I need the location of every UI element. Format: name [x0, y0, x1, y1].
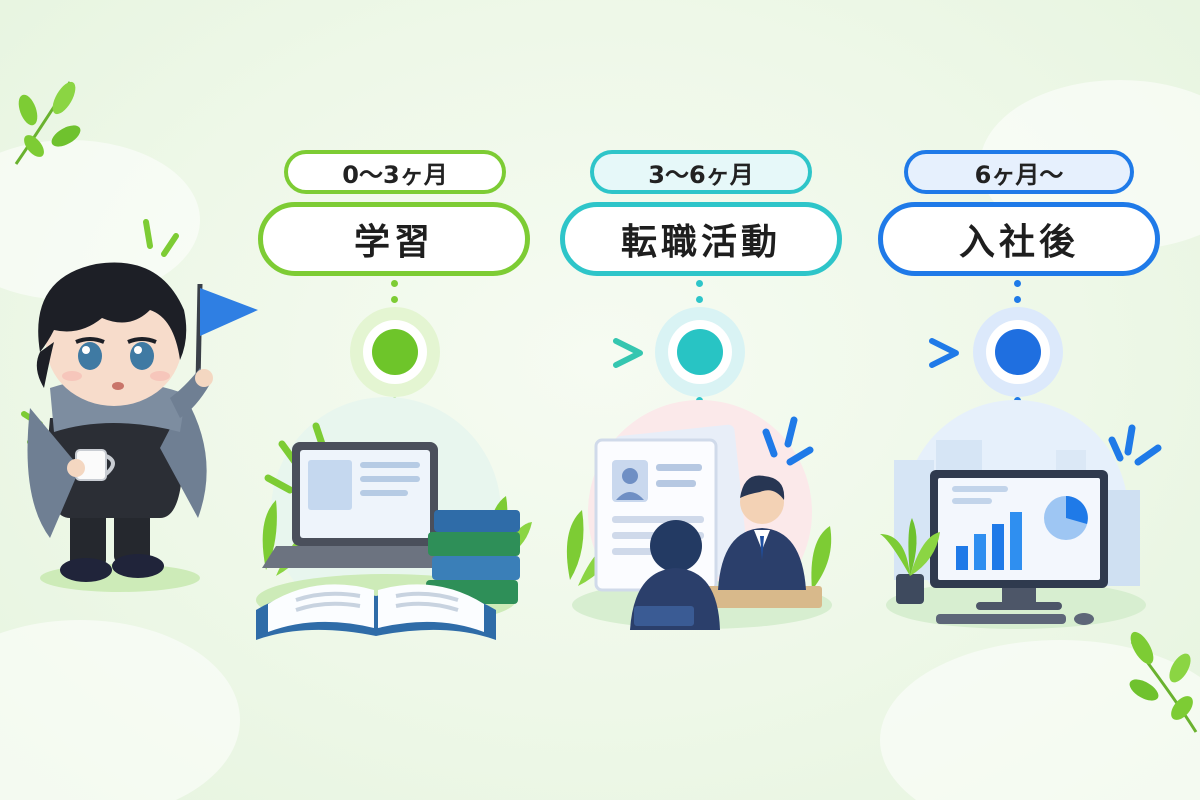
- stage-1-connector-top: [391, 280, 399, 312]
- stage-3-period-label: 6ヶ月〜: [904, 150, 1134, 194]
- stage-2-title: 転職活動: [560, 202, 842, 276]
- stage-3-connector-top: [1014, 280, 1022, 312]
- stage-3-title: 入社後: [878, 202, 1160, 276]
- leaf-branch-icon: [14, 81, 81, 165]
- stage-1-period-label: 0〜3ヶ月: [284, 150, 506, 194]
- job-interview-icon: [566, 400, 832, 630]
- laptop-and-books-icon: [256, 397, 532, 640]
- background-cloud: [0, 620, 240, 800]
- chibi-character-with-flag-and-mug: [21, 219, 258, 592]
- stage-1-title: 学習: [258, 202, 530, 276]
- arrow-stage-1-to-2: [425, 338, 643, 368]
- stage-2-period-label: 3〜6ヶ月: [590, 150, 812, 194]
- analytics-monitor-icon: [880, 400, 1162, 629]
- stage-2-connector-top: [696, 280, 704, 312]
- stage-2-node: [655, 307, 745, 397]
- arrow-stage-2-to-3: [731, 338, 959, 368]
- stage-3-node: [973, 307, 1063, 397]
- stage-1-node: [350, 307, 440, 397]
- leaf-branch-icon: [1129, 631, 1198, 733]
